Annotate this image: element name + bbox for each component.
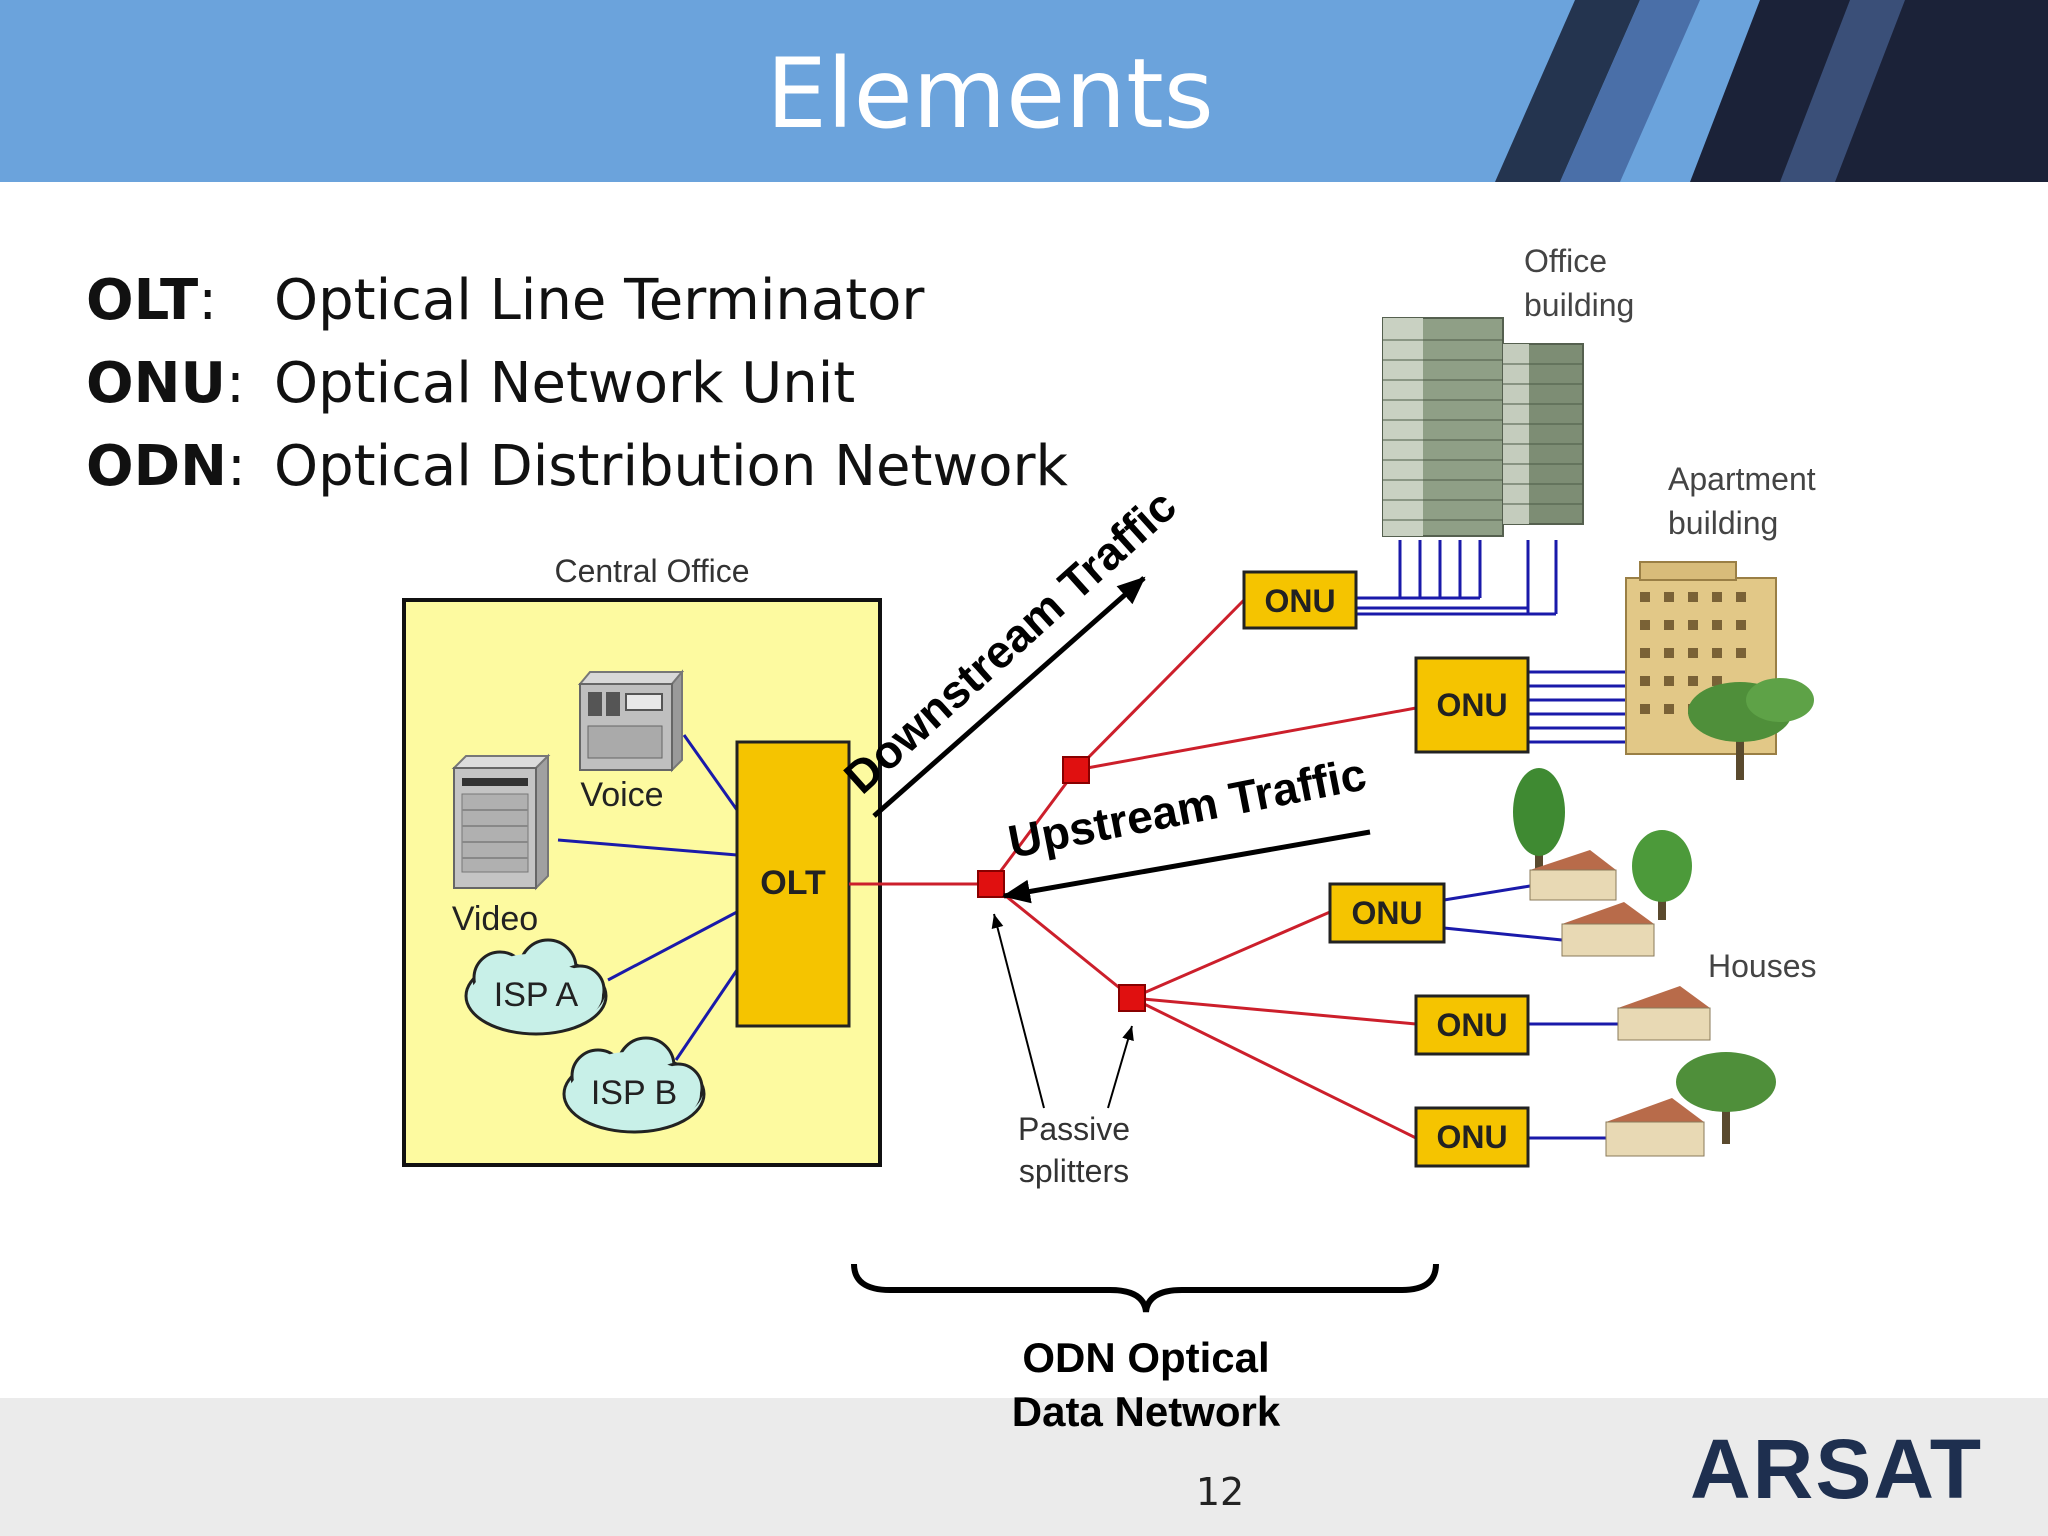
splitter-pointer-main — [991, 913, 1045, 1109]
definition-abbr: ODN — [86, 434, 227, 499]
isp-a-cloud-icon — [464, 938, 608, 1036]
odn-brace — [851, 1263, 1439, 1313]
definition-term: Optical Distribution Network — [274, 434, 1068, 499]
onu-box: ONU — [1414, 656, 1530, 754]
isp-a-label: ISP A — [494, 976, 579, 1014]
header-stripe-mid — [1560, 0, 1700, 182]
apartment-building-label-line2: building — [1668, 505, 1778, 541]
upstream-arrow — [1002, 829, 1371, 904]
apartment-building-label-line1: Apartment — [1668, 461, 1816, 497]
splitter-upper — [1062, 756, 1090, 784]
onu-label: ONU — [1351, 895, 1422, 931]
tree-icon — [1676, 1052, 1776, 1144]
slide-header: Elements — [0, 0, 2048, 182]
voice-label: Voice — [580, 776, 663, 814]
onu-label: ONU — [1436, 1119, 1507, 1155]
definition-odn: ODN: Optical Distribution Network — [86, 434, 1068, 517]
tree-icon — [1688, 678, 1814, 780]
houses-label: Houses — [1708, 948, 1817, 984]
odn-caption-line1: ODN Optical — [1022, 1334, 1269, 1381]
downstream-arrow — [872, 576, 1146, 818]
upstream-traffic-label: Upstream Traffic — [1004, 748, 1370, 868]
definition-separator: : — [225, 351, 245, 416]
definition-term: Optical Network Unit — [274, 351, 856, 416]
downstream-traffic-label: Downstream Traffic — [834, 479, 1186, 803]
definition-abbr: ONU — [86, 351, 226, 416]
office-building-label-line2: building — [1524, 287, 1634, 323]
onu-label: ONU — [1436, 1007, 1507, 1043]
house-icon — [1605, 1098, 1705, 1157]
link-video-olt — [557, 838, 738, 857]
isp-b-cloud-icon — [562, 1036, 706, 1134]
onu-box: ONU — [1328, 882, 1446, 944]
video-label: Video — [452, 900, 538, 938]
definition-abbr: OLT — [86, 268, 199, 333]
definition-onu: ONU: Optical Network Unit — [86, 351, 855, 434]
logo-text: ARSAT — [1690, 1428, 1983, 1508]
arsat-logo: ARSAT — [1690, 1428, 1983, 1508]
definition-term: Optical Line Terminator — [274, 268, 925, 333]
definitions-list: OLT: Optical Line Terminator ONU: Optica… — [86, 268, 1068, 517]
header-stripe-dark — [1495, 0, 1640, 182]
splitter-pointer-lower — [1107, 1025, 1134, 1109]
onu-label: ONU — [1264, 583, 1335, 619]
office-building-icon — [1382, 317, 1584, 537]
link-voice-olt — [682, 734, 739, 811]
splitter-main — [977, 870, 1005, 898]
copper-links — [1356, 540, 1626, 1140]
tree-icon — [1632, 830, 1692, 920]
link-ispb-olt — [674, 969, 739, 1061]
olt-label: OLT — [760, 864, 826, 902]
odn-caption-line2: Data Network — [1012, 1388, 1281, 1435]
onu-box: ONU — [1414, 994, 1530, 1056]
house-icon — [1617, 986, 1711, 1041]
slide-title: Elements — [766, 38, 1214, 150]
header-stripe-accent — [1780, 0, 1905, 182]
office-building-label-line1: Office — [1524, 243, 1607, 279]
onu-label: ONU — [1436, 687, 1507, 723]
house-icon — [1529, 850, 1617, 901]
page-number: 12 — [1195, 1470, 1245, 1514]
house-icon — [1561, 902, 1655, 957]
voice-server-icon — [577, 669, 685, 773]
passive-splitters-label-line2: splitters — [1019, 1153, 1129, 1189]
isp-b-label: ISP B — [591, 1074, 677, 1112]
onu-box: ONU — [1414, 1106, 1530, 1168]
central-office-label: Central Office — [554, 553, 749, 589]
definition-separator: : — [198, 268, 218, 333]
definition-separator: : — [226, 434, 246, 499]
passive-splitters-label-line1: Passive — [1018, 1111, 1130, 1147]
slide-footer — [0, 1398, 2048, 1536]
link-ispa-olt — [607, 910, 738, 982]
video-server-icon — [451, 753, 551, 891]
header-stripes — [1495, 0, 2048, 182]
definition-olt: OLT: Optical Line Terminator — [86, 268, 924, 351]
onu-box: ONU — [1242, 570, 1358, 630]
splitter-lower — [1118, 984, 1146, 1012]
